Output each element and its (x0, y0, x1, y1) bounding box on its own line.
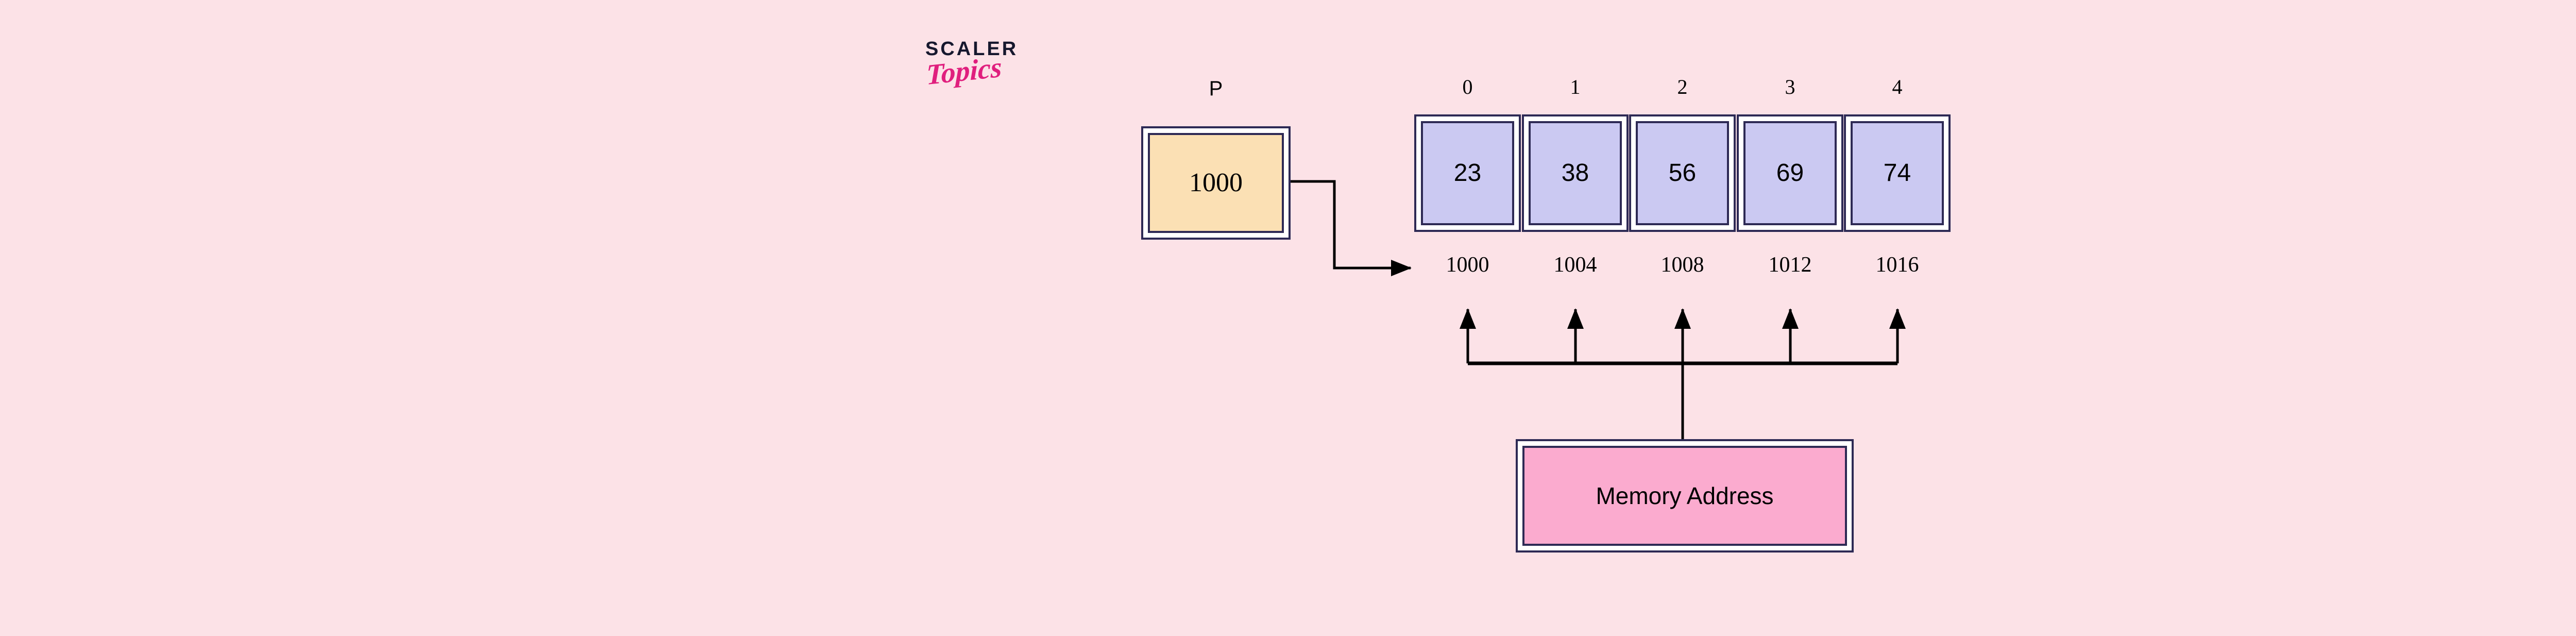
memory-address-box-inner: Memory Address (1522, 446, 1847, 546)
pointer-box: 1000 (1141, 126, 1291, 240)
array-index-1: 1 (1570, 75, 1581, 98)
array-cell-value-4: 74 (1883, 159, 1911, 187)
array-cell-inner-4: 74 (1851, 121, 1944, 225)
array-cell-value-2: 56 (1668, 159, 1697, 187)
array-cell-value-0: 23 (1453, 159, 1482, 187)
memory-address-label: Memory Address (1596, 482, 1774, 509)
array-cell-4: 74 (1844, 114, 1951, 232)
array-address-1: 1004 (1553, 253, 1597, 277)
array-cell-2: 56 (1629, 114, 1736, 232)
pointer-arrow (1291, 180, 1412, 276)
pointer-box-inner: 1000 (1148, 133, 1284, 233)
array-index-4: 4 (1892, 75, 1903, 98)
logo-primary-text: SCALER (925, 38, 1019, 60)
scaler-topics-logo: SCALER Topics (925, 39, 1059, 111)
array-cell-1: 38 (1522, 114, 1629, 232)
pointer-label: P (1209, 77, 1223, 100)
array-address-0: 1000 (1446, 253, 1489, 277)
array-index-0: 0 (1462, 75, 1473, 98)
array-index-2: 2 (1677, 75, 1688, 98)
pointer-value: 1000 (1189, 168, 1243, 197)
array-cell-inner-3: 69 (1743, 121, 1837, 225)
array-address-2: 1008 (1660, 253, 1704, 277)
array-cell-3: 69 (1737, 114, 1843, 232)
array-index-3: 3 (1785, 75, 1795, 98)
array-cell-inner-1: 38 (1529, 121, 1622, 225)
array-cell-inner-2: 56 (1636, 121, 1729, 225)
memory-address-box: Memory Address (1516, 439, 1854, 553)
array-address-3: 1012 (1768, 253, 1812, 277)
array-cell-value-1: 38 (1561, 159, 1589, 187)
array-cell-inner-0: 23 (1421, 121, 1514, 225)
array-cell-0: 23 (1414, 114, 1521, 232)
array-cell-value-3: 69 (1776, 159, 1804, 187)
array-address-4: 1016 (1875, 253, 1919, 277)
